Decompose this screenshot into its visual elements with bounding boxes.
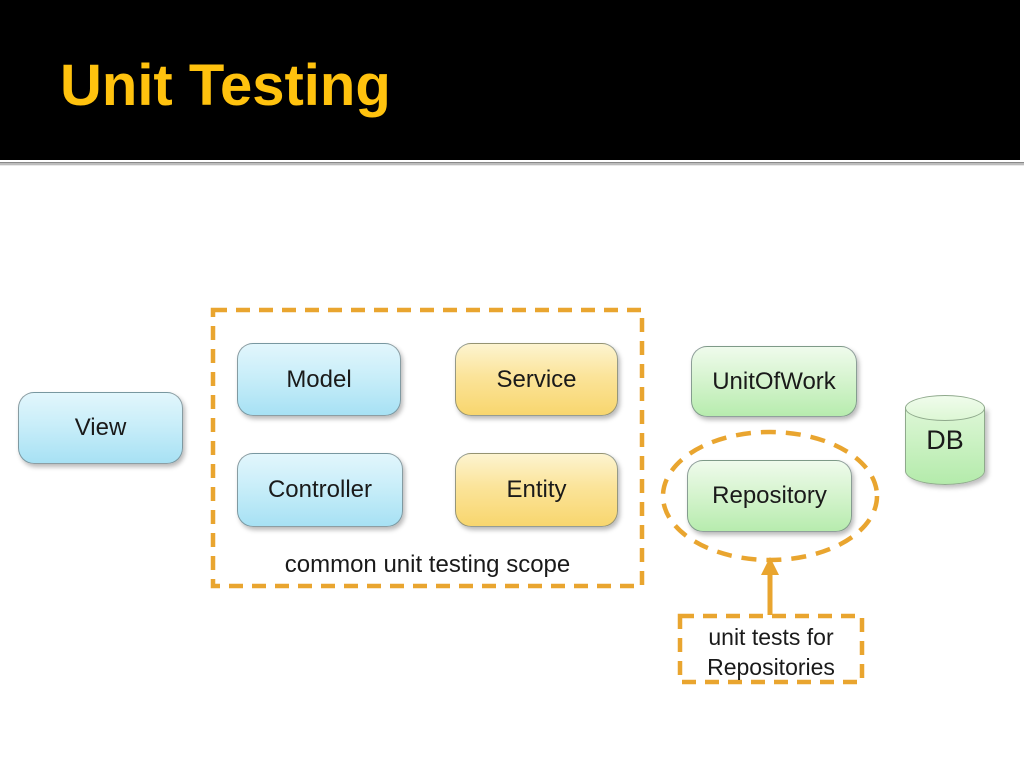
node-service: Service (455, 343, 618, 416)
database-cylinder-icon: DB (905, 395, 985, 487)
node-model-label: Model (286, 365, 352, 393)
scope-caption: common unit testing scope (284, 551, 571, 578)
callout-caption-line1: unit tests for (708, 624, 834, 650)
node-repository: Repository (687, 460, 852, 532)
node-view-label: View (74, 414, 127, 441)
header-separator-line (0, 162, 1024, 166)
node-model: Model (237, 343, 401, 416)
callout-caption-line2: Repositories (707, 654, 835, 680)
title-banner: Unit Testing (0, 0, 1020, 160)
node-repository-label: Repository (712, 482, 827, 509)
database-cylinder-top (905, 395, 985, 421)
node-unitofwork-label: UnitOfWork (712, 367, 836, 395)
node-unitofwork: UnitOfWork (691, 346, 857, 417)
node-controller-label: Controller (267, 476, 373, 503)
node-entity: Entity (455, 453, 618, 527)
callout-arrow-head-icon (761, 557, 779, 575)
slide-title: Unit Testing (60, 53, 391, 118)
callout-caption: unit tests for Repositories (678, 622, 864, 682)
node-controller: Controller (237, 453, 403, 527)
node-entity-label: Entity (506, 476, 567, 503)
node-service-label: Service (496, 365, 577, 393)
node-view: View (18, 392, 183, 464)
database-label: DB (926, 425, 964, 455)
